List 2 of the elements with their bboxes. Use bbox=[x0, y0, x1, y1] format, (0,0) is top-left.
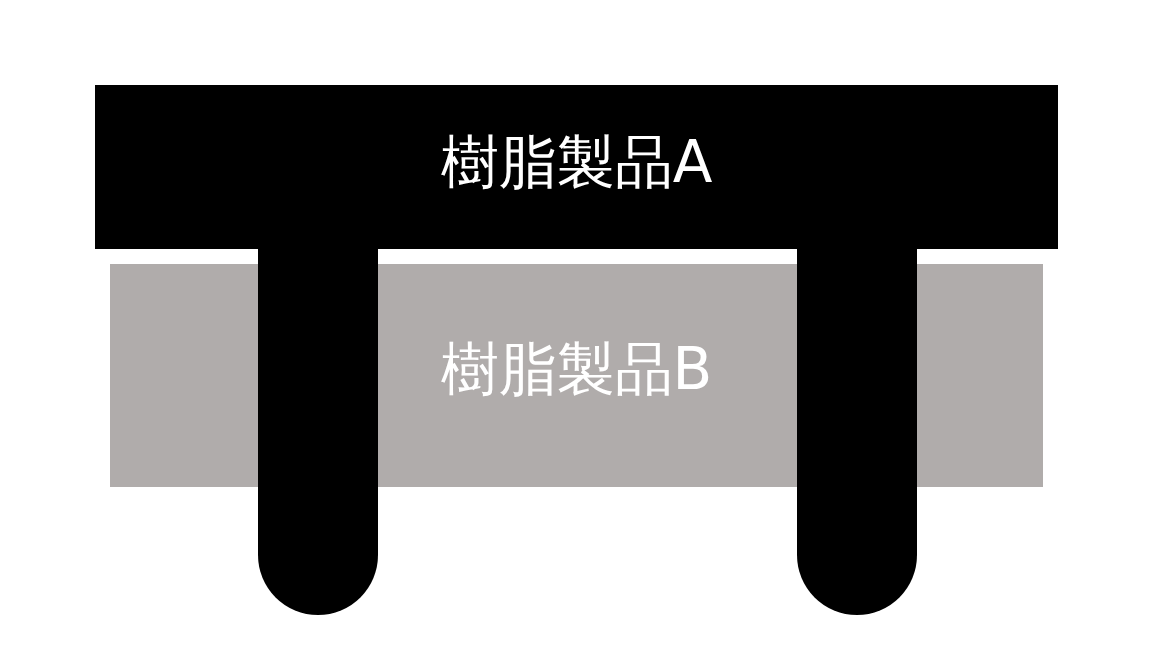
block-label: 樹脂製品A bbox=[440, 127, 713, 198]
block-label: 樹脂製品B bbox=[440, 333, 713, 405]
